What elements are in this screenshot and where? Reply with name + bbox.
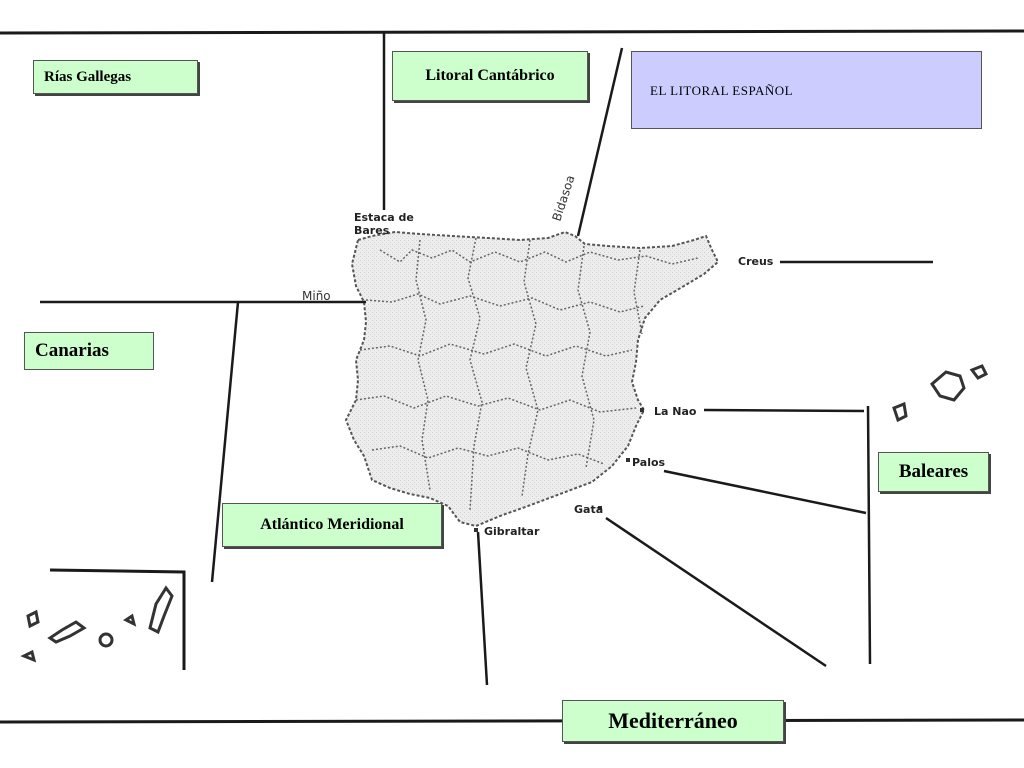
place-label-creus: Creus [738,255,774,268]
region-label-atlantico-meridional: Atlántico Meridional [222,503,442,547]
coastal-division-lines [40,33,933,686]
region-label-canarias: Canarias [24,332,154,370]
iberian-peninsula-shape [344,230,720,528]
region-text-mediterraneo: Mediterráneo [608,708,738,733]
frame-top-line [0,29,1024,35]
map-title: EL LITORAL ESPAÑOL [650,83,794,98]
place-label-gibraltar: Gibraltar [484,525,540,538]
canary-islands-inset [20,568,186,670]
region-text-litoral-cantabrico: Litoral Cantábrico [425,67,555,84]
place-label-gata: Gata [574,503,603,516]
place-label-estaca-de-bares-line1: Estaca de [354,211,414,224]
region-label-litoral-cantabrico: Litoral Cantábrico [392,51,588,101]
river-label-bidasoa: Bidasoa [550,173,578,222]
region-label-mediterraneo: Mediterráneo [562,700,784,742]
region-text-canarias: Canarias [35,340,109,361]
balearic-islands [892,364,989,423]
coastal-markers [474,408,644,532]
province-boundaries [355,237,699,511]
region-text-rias-gallegas: Rías Gallegas [44,68,132,85]
place-label-palos: Palos [632,456,666,469]
region-label-baleares: Baleares [878,452,989,492]
place-label-estaca-de-bares-line2: Bares [354,224,390,237]
river-label-mino: Miño [302,289,331,303]
region-text-baleares: Baleares [898,461,969,482]
region-label-rias-gallegas: Rías Gallegas [33,60,198,94]
frame-bottom-line [0,718,1024,724]
region-text-atlantico-meridional: Atlántico Meridional [260,516,404,533]
place-label-la-nao: La Nao [654,405,697,418]
map-title-box: EL LITORAL ESPAÑOL [631,51,982,129]
